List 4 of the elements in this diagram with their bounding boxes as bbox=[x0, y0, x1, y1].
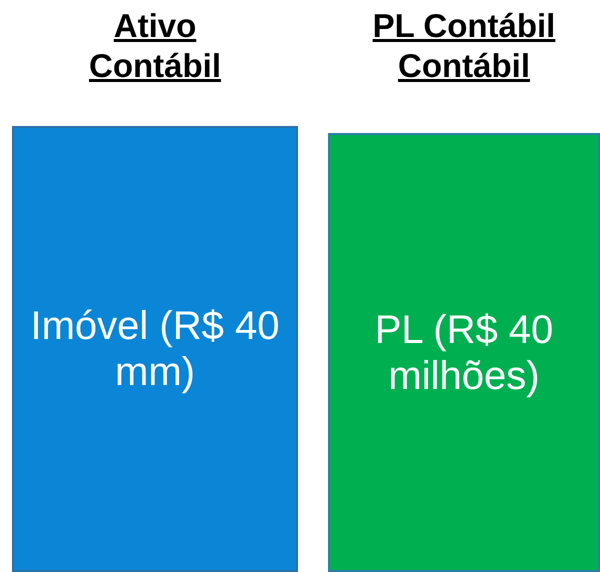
column-heading: Ativo Contábil bbox=[89, 7, 221, 84]
column-heading: PL Contábil Contábil bbox=[372, 7, 556, 84]
box-text: PL (R$ 40 milhões) bbox=[374, 306, 554, 398]
box-text: Imóvel (R$ 40 mm) bbox=[30, 303, 280, 395]
